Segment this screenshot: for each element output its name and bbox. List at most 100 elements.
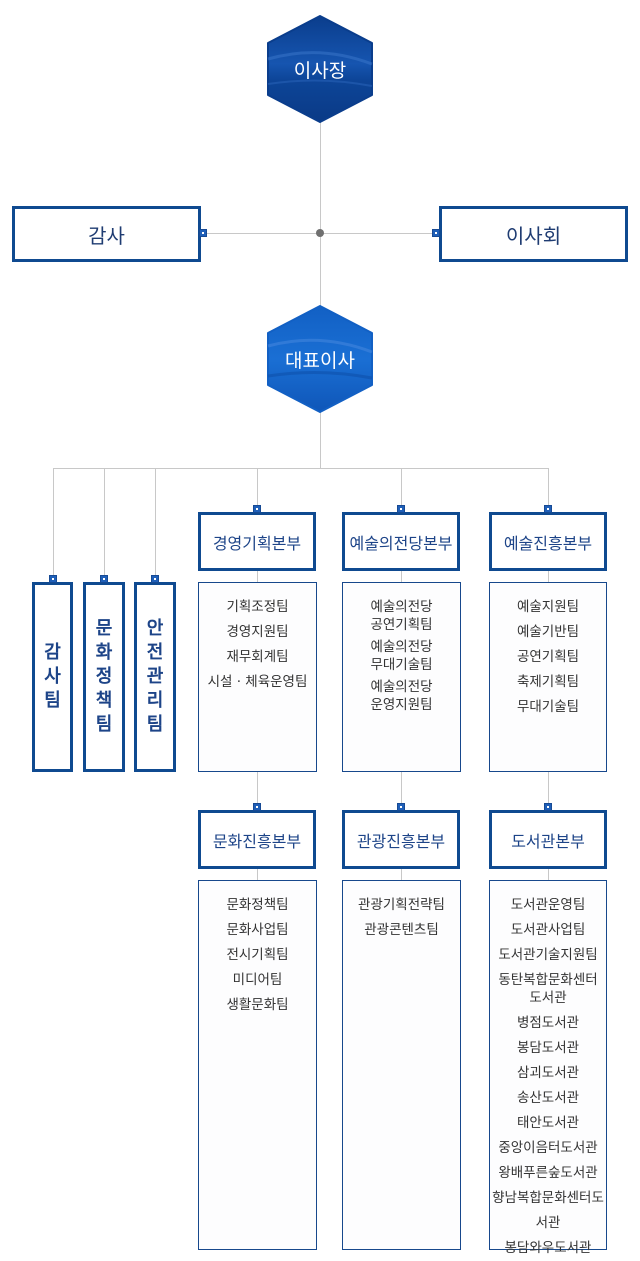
team-item[interactable]: 중앙이음터도서관: [498, 1140, 598, 1156]
connector-line: [548, 868, 549, 882]
hq-management[interactable]: 경영기획본부: [198, 512, 316, 571]
connector-line: [257, 770, 258, 806]
char: 팀: [146, 714, 164, 735]
connector-node-icon: [544, 803, 552, 811]
connector-line: [401, 570, 402, 584]
team-item[interactable]: 무대기술팀: [516, 699, 580, 715]
team-item[interactable]: 봉담와우도서관: [504, 1240, 592, 1256]
connector-node-icon: [544, 505, 552, 513]
connector-line: [257, 468, 258, 508]
connector-line: [548, 570, 549, 584]
team-item[interactable]: 경영지원팀: [226, 624, 289, 640]
connector-node-icon: [100, 575, 108, 583]
team-item[interactable]: 예술기반팀: [516, 624, 580, 640]
ceo-node[interactable]: 대표이사: [265, 304, 375, 414]
connector-line: [53, 468, 54, 578]
team-item[interactable]: 문화사업팀: [226, 922, 289, 938]
team-item[interactable]: 전시기획팀: [226, 947, 289, 963]
char: 안: [146, 618, 164, 639]
team-item[interactable]: 시설 · 체육운영팀: [207, 674, 308, 690]
connector-line: [155, 468, 156, 578]
hq-label: 경영기획본부: [212, 533, 302, 553]
hexagon-shape: [267, 305, 373, 413]
connector-line: [548, 468, 549, 508]
connector-line: [548, 770, 549, 806]
team-item[interactable]: 관광콘텐츠팀: [364, 922, 439, 938]
team-item[interactable]: 생활문화팀: [226, 997, 289, 1013]
char: 팀: [44, 690, 61, 711]
team-item[interactable]: 공연기획팀: [516, 649, 580, 665]
connector-line: [257, 570, 258, 584]
char: 책: [95, 690, 113, 711]
char: 감: [44, 642, 61, 663]
char: 문: [95, 618, 113, 639]
junction-dot: [316, 229, 324, 237]
connector-line: [53, 468, 548, 469]
connector-node-icon: [397, 803, 405, 811]
char: 화: [95, 642, 113, 663]
hq-tourism[interactable]: 관광진흥본부: [342, 810, 460, 869]
auditor-box[interactable]: 감사: [12, 206, 201, 262]
connector-line: [257, 868, 258, 882]
connector-node-icon: [397, 505, 405, 513]
connector-line: [320, 405, 321, 469]
chairman-node[interactable]: 이사장: [265, 14, 375, 124]
connector-node-icon: [432, 229, 440, 237]
team-item[interactable]: 도서관사업팀: [510, 922, 586, 938]
team-item[interactable]: 삼괴도서관: [516, 1065, 580, 1081]
hq-label: 예술진흥본부: [503, 533, 593, 553]
connector-node-icon: [49, 575, 57, 583]
ceo-label: 대표이사: [285, 349, 355, 372]
connector-line: [104, 468, 105, 578]
board-box[interactable]: 이사회: [439, 206, 628, 262]
team-item[interactable]: 미디어팀: [232, 972, 283, 988]
team-item[interactable]: 향남복합문화센터도서관: [492, 1190, 604, 1231]
hq-arts-center[interactable]: 예술의전당본부: [342, 512, 460, 571]
hq-arts-promotion[interactable]: 예술진흥본부: [489, 512, 607, 571]
direct-team-audit[interactable]: 감 사 팀: [32, 582, 73, 772]
connector-node-icon: [199, 229, 207, 237]
hq-library[interactable]: 도서관본부: [489, 810, 607, 869]
auditor-label: 감사: [88, 223, 125, 248]
char: 리: [146, 690, 164, 711]
hq-label: 문화진흥본부: [212, 831, 302, 851]
char: 관: [146, 666, 164, 687]
connector-node-icon: [253, 803, 261, 811]
team-item[interactable]: 봉담도서관: [516, 1040, 580, 1056]
team-item[interactable]: 태안도서관: [516, 1115, 580, 1131]
hq-label: 관광진흥본부: [356, 831, 446, 851]
team-item[interactable]: 기획조정팀: [226, 599, 289, 615]
team-item[interactable]: 도서관기술지원팀: [498, 947, 598, 963]
hq-culture[interactable]: 문화진흥본부: [198, 810, 316, 869]
chairman-label: 이사장: [293, 59, 347, 82]
team-item[interactable]: 왕배푸른숲도서관: [498, 1165, 598, 1181]
direct-team-safety[interactable]: 안 전 관 리 팀: [134, 582, 176, 772]
connector-node-icon: [253, 505, 261, 513]
team-item[interactable]: 예술지원팀: [516, 599, 580, 615]
direct-team-culture-policy[interactable]: 문 화 정 책 팀: [83, 582, 125, 772]
hexagon-shape: [267, 15, 373, 123]
team-item[interactable]: 축제기획팀: [516, 674, 580, 690]
connector-node-icon: [151, 575, 159, 583]
team-item[interactable]: 도서관운영팀: [510, 897, 586, 913]
team-item[interactable]: 송산도서관: [516, 1090, 580, 1106]
team-item[interactable]: 문화정책팀: [226, 897, 289, 913]
char: 사: [44, 666, 61, 687]
connector-line: [401, 868, 402, 882]
team-item[interactable]: 병점도서관: [516, 1015, 580, 1031]
connector-line: [401, 468, 402, 508]
team-item[interactable]: 관광기획전략팀: [358, 897, 445, 913]
connector-line: [401, 770, 402, 806]
hq-label: 예술의전당본부: [349, 533, 453, 553]
team-item[interactable]: 재무회계팀: [226, 649, 289, 665]
hq-label: 도서관본부: [511, 831, 585, 851]
